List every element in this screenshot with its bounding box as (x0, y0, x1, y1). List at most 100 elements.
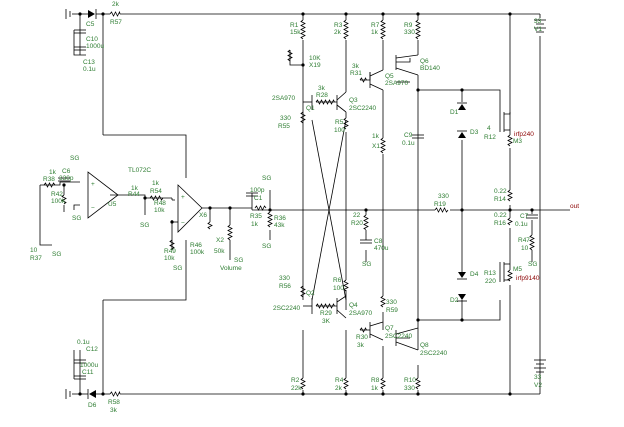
label-r3v: 2k (334, 29, 342, 36)
label-r46v: 100k (190, 249, 205, 256)
label-r47: R47 (518, 237, 530, 244)
label-r10: R10 (404, 377, 416, 384)
label-c1: C1 (254, 195, 263, 202)
label-q3p: 2SC2240 (349, 105, 376, 112)
label-q1: Q1 (306, 105, 315, 112)
label-q2p: 2SC2240 (273, 305, 300, 312)
label-sg2: SG (72, 215, 81, 222)
label-c8: C8 (374, 238, 383, 245)
label-c12: C12 (86, 346, 98, 353)
diodes (87, 9, 467, 399)
opamps: +− +− (87, 171, 203, 233)
label-r12: R12 (484, 134, 496, 141)
wires (39, 13, 570, 395)
label-q7p: 2SC2240 (385, 333, 412, 340)
label-c1v: 100p (250, 187, 265, 194)
label-r13v: 220 (485, 278, 496, 285)
label-r35v: 1k (251, 221, 259, 228)
label-c11v: 1000u (80, 362, 98, 369)
label-r57v: 2k (112, 1, 120, 8)
label-r14: R14 (494, 196, 506, 203)
label-q4: Q4 (349, 302, 358, 309)
label-q4p: 2SA970 (349, 310, 373, 317)
label-sg6: SG (262, 243, 271, 250)
label-c13: C13 (83, 59, 95, 66)
component-labels: 2k R57 C5 C10 1000u C13 0.1u R1 15k R3 2… (30, 1, 579, 414)
label-r47v: 10 (521, 245, 529, 252)
label-r49: R49 (164, 248, 176, 255)
label-q8p: 2SC2240 (420, 350, 447, 357)
label-c7: C7 (520, 213, 529, 220)
label-c11: C11 (82, 369, 94, 376)
label-sg8: SG (52, 251, 61, 258)
label-x1: X1 (372, 143, 380, 150)
label-r38: R38 (43, 176, 55, 183)
label-d6: D6 (88, 402, 97, 409)
label-r36: R36 (274, 215, 286, 222)
label-r9: R9 (404, 22, 413, 29)
label-r20v: 22 (353, 212, 361, 219)
label-q3: Q3 (349, 97, 358, 104)
label-c9: C9 (404, 132, 413, 139)
label-r10v: 330 (404, 385, 415, 392)
supplies-grounds (65, 9, 546, 399)
label-r30v: 3k (357, 342, 365, 349)
label-d4: D4 (470, 271, 479, 278)
label-x19: X19 (309, 62, 321, 69)
label-r12v: 4 (487, 125, 491, 132)
label-r44v: 1k (131, 185, 139, 192)
label-q6: Q6 (420, 58, 429, 65)
label-v2: V2 (534, 382, 542, 389)
label-v2v: 33 (534, 374, 542, 381)
label-r1: R1 (290, 22, 299, 29)
label-r16: R16 (494, 220, 506, 227)
label-r48: R48 (154, 200, 166, 207)
label-c13v: 0.1u (83, 66, 96, 73)
label-c10v: 1000u (86, 43, 104, 50)
label-sg1: SG (70, 155, 79, 162)
label-r28v: 3k (318, 85, 326, 92)
label-sg9: SG (362, 261, 371, 268)
label-tl: TL072C (128, 167, 151, 174)
label-r8v: 1k (371, 385, 379, 392)
label-r8: R8 (371, 377, 380, 384)
label-d2: D2 (450, 297, 459, 304)
label-sg10: SG (528, 261, 537, 268)
capacitors (58, 29, 538, 380)
label-u6: X6 (199, 212, 207, 219)
label-r36v: 43k (274, 222, 285, 229)
resistors (43, 10, 535, 397)
label-r13: R13 (484, 270, 496, 277)
label-r48v: 10k (154, 207, 165, 214)
label-r29: R29 (320, 310, 332, 317)
label-x2: X2 (216, 237, 224, 244)
label-r3: R3 (334, 22, 343, 29)
label-r37v: 10 (30, 247, 38, 254)
label-q2: Q2 (306, 290, 315, 297)
label-c10: C10 (86, 36, 98, 43)
transistors (311, 54, 511, 351)
label-r30: R30 (356, 334, 368, 341)
svg-text:+: + (91, 181, 95, 188)
label-c6v: 330p (59, 175, 74, 182)
label-r55v: 330 (280, 115, 291, 122)
label-u3: U5 (108, 201, 117, 208)
label-sg3: SG (140, 222, 149, 229)
label-x1v: 1k (372, 133, 380, 140)
label-r49v: 10k (164, 255, 175, 262)
label-r58: R58 (108, 399, 120, 406)
svg-text:+: + (181, 194, 185, 201)
label-r2: R2 (291, 377, 300, 384)
label-c12v: 0.1u (77, 339, 90, 346)
label-r20: R20 (351, 220, 363, 227)
label-r28: R28 (316, 92, 328, 99)
label-r44: R44 (128, 191, 140, 198)
label-q6p: BD140 (420, 65, 440, 72)
label-c7v: 0.1u (515, 221, 528, 228)
label-c8v: 470u (374, 245, 389, 252)
label-r6: R6 (333, 277, 342, 284)
label-r16v: 0.22 (494, 212, 507, 219)
label-r57: R57 (110, 19, 122, 26)
label-sg4: SG (173, 265, 182, 272)
